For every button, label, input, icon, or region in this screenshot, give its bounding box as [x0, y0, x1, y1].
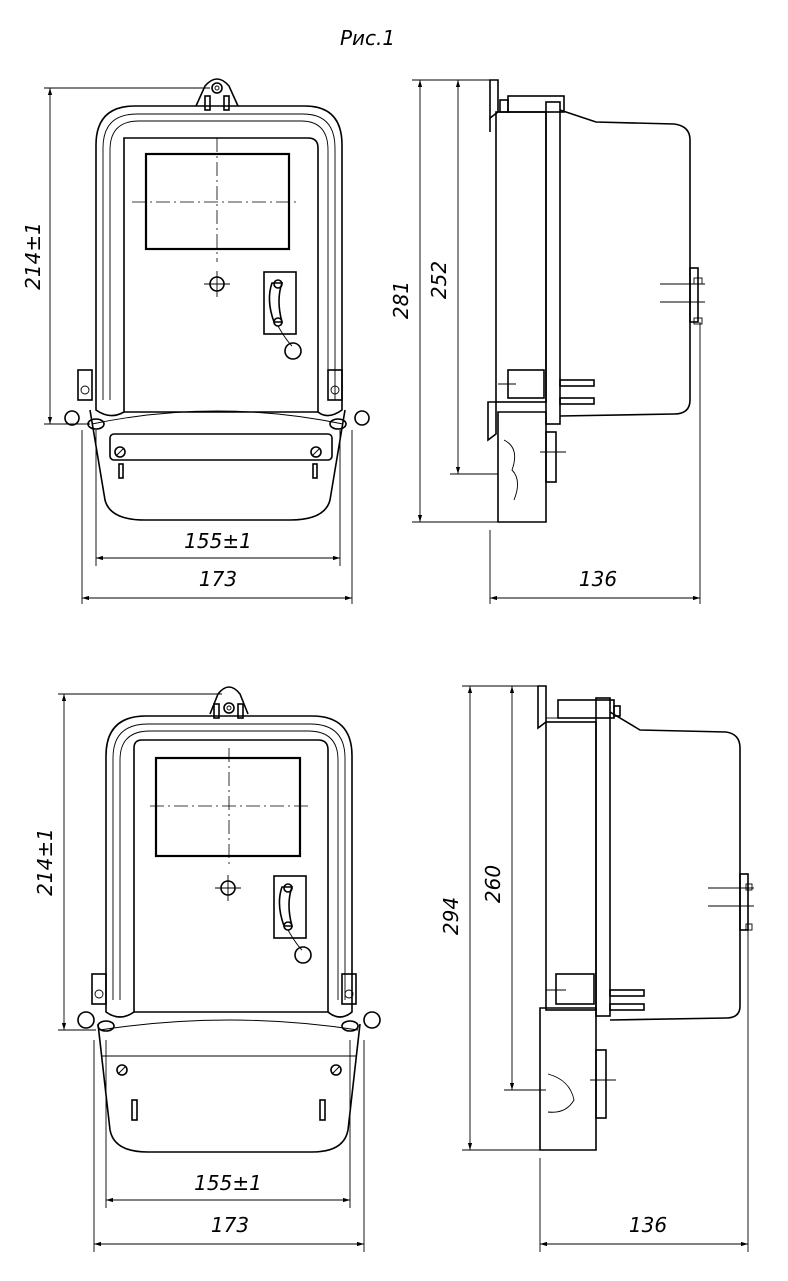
dim-inner-height-2: 260 — [481, 865, 505, 903]
dim-height-front-2: 214±1 — [33, 828, 57, 896]
dim-height-front-1: 214±1 — [21, 222, 45, 290]
dim-overall-height-1: 281 — [389, 281, 413, 319]
dim-mount-width-2: 155±1 — [194, 1171, 262, 1195]
dim-depth-1: 136 — [579, 567, 617, 591]
dim-overall-width-2: 173 — [211, 1213, 249, 1237]
figure-caption: Рис.1 — [340, 26, 395, 50]
dim-depth-2: 136 — [629, 1213, 667, 1237]
bottom-front-view: 214±1 155±1 173 — [33, 686, 381, 1252]
dim-overall-height-2: 294 — [439, 897, 463, 935]
dim-inner-height-1: 252 — [427, 261, 451, 299]
top-side-view: 281 252 136 — [389, 79, 705, 604]
top-front-view: 214±1 155±1 173 — [21, 78, 370, 604]
bottom-side-view: 294 260 136 — [439, 685, 754, 1252]
dim-mount-width-1: 155±1 — [184, 529, 252, 553]
dim-overall-width-1: 173 — [199, 567, 237, 591]
